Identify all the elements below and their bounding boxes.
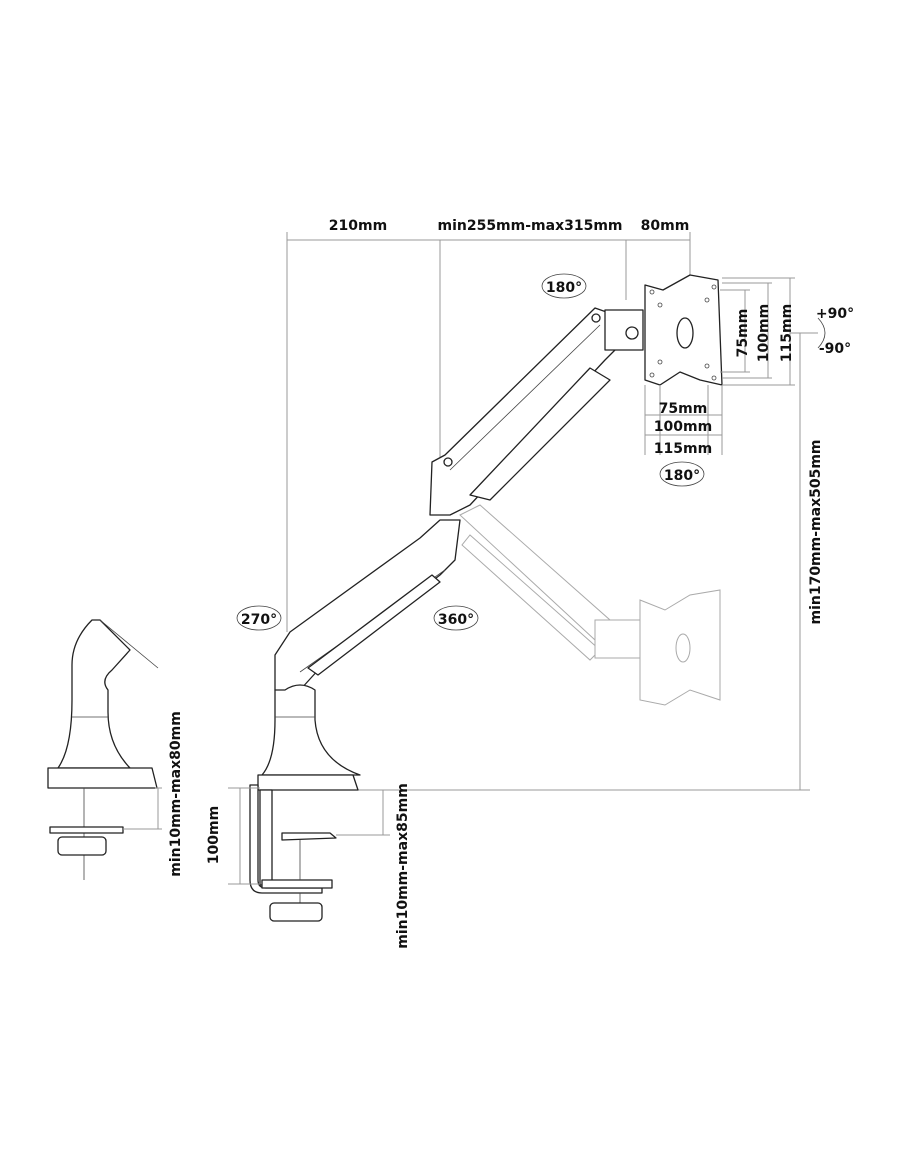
vesa-horizontal-75: 75mm: [659, 401, 708, 417]
dim-clamp-thickness: min10mm-max85mm: [395, 783, 411, 949]
dim-height-range: min170mm-max505mm: [808, 439, 824, 624]
dim-arm-length: min255mm-max315mm: [437, 218, 622, 234]
dim-clamp-height: 100mm: [206, 806, 222, 864]
vesa-horizontal-100: 100mm: [654, 419, 712, 435]
rotation-badge-head: 180°: [541, 273, 587, 299]
arm-lowered-position: [459, 504, 721, 706]
rotation-badge-base: 270°: [236, 605, 282, 631]
vesa-vertical-75: 75mm: [735, 309, 751, 358]
stand-pole: [257, 684, 361, 791]
rotation-badge-plate: 180°: [659, 461, 705, 487]
tilt-down-label: -90°: [819, 341, 851, 357]
dim-base-to-joint: 210mm: [329, 218, 387, 234]
vesa-dimension-lines: [644, 277, 795, 455]
svg-text:360°: 360°: [438, 612, 474, 628]
rotation-badge-arm: 360°: [433, 605, 479, 631]
vesa-horizontal-115: 115mm: [654, 441, 712, 457]
desk-clamp: [249, 784, 337, 922]
clamp-dimension-lines: [228, 787, 390, 885]
svg-text:180°: 180°: [664, 468, 700, 484]
vesa-vertical-100: 100mm: [756, 304, 772, 362]
top-dimension-lines: [286, 232, 691, 632]
grommet-mount-variant: [47, 619, 159, 880]
tilt-up-label: +90°: [816, 306, 854, 322]
vesa-plate: [644, 274, 723, 386]
vesa-vertical-115: 115mm: [779, 304, 795, 362]
grommet-dimension-lines: [123, 787, 162, 830]
dim-grommet-thickness: min10mm-max80mm: [168, 711, 184, 877]
arm-lower-segment: [274, 519, 461, 701]
dim-head-offset: 80mm: [641, 218, 690, 234]
svg-text:180°: 180°: [546, 280, 582, 296]
arm-upper-segment: [429, 307, 644, 516]
tilt-arrow-icon: [817, 317, 826, 349]
svg-text:270°: 270°: [241, 612, 277, 628]
